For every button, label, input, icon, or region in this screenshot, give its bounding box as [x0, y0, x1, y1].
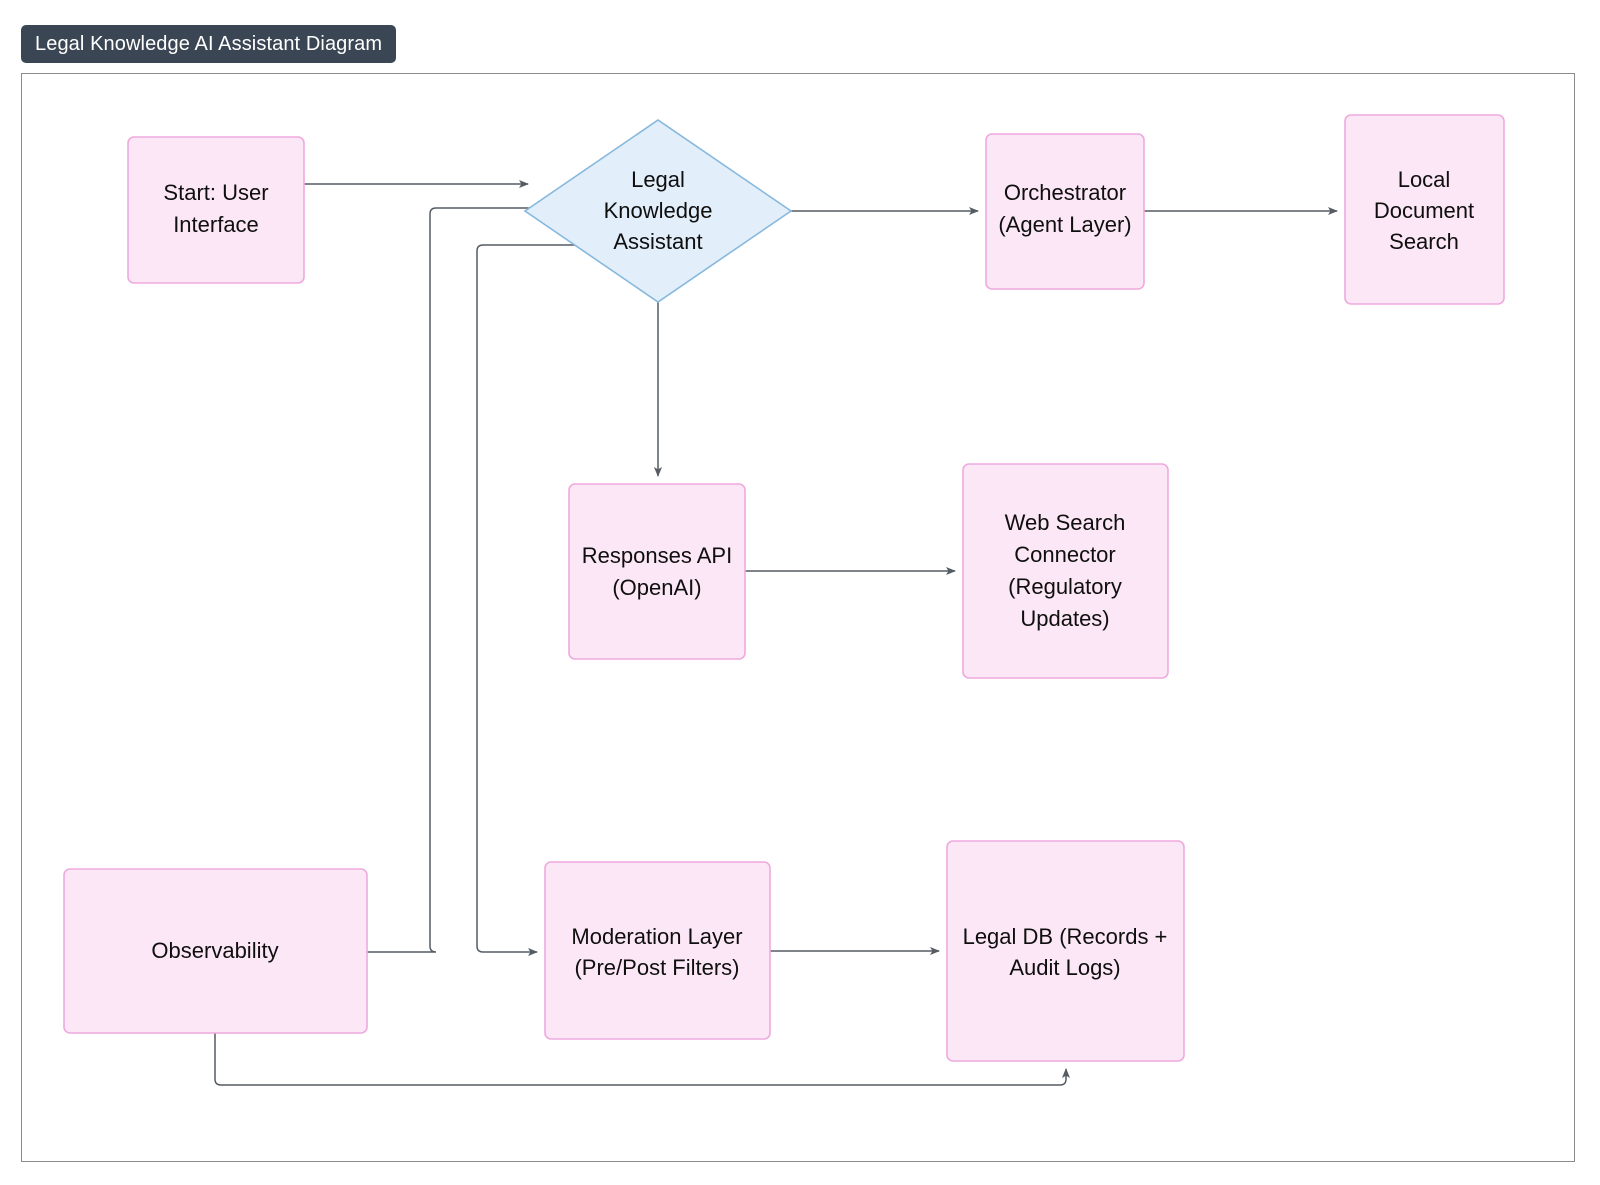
node-legal-knowledge-assistant-shape[interactable]: [523, 119, 793, 303]
node-moderation-layer-label-line-2: (Pre/Post Filters): [574, 955, 739, 980]
node-local-document-search-label-line-2: Document: [1374, 198, 1474, 223]
node-start-user-interface-shape[interactable]: [127, 136, 305, 284]
node-web-search-connector[interactable]: Web Search Connector (Regulatory Updates…: [962, 463, 1169, 679]
node-orchestrator[interactable]: Orchestrator (Agent Layer): [985, 133, 1145, 290]
node-orchestrator-label-line-1: Orchestrator: [1004, 180, 1126, 205]
node-web-search-connector-label-line-1: Web Search: [1005, 510, 1126, 535]
node-observability-label-line-1: Observability: [151, 938, 278, 963]
node-start-user-interface-label-line-1: Start: User: [163, 180, 268, 205]
node-legal-knowledge-assistant-label-line-3: Assistant: [613, 229, 702, 254]
node-observability-shape[interactable]: [63, 868, 368, 1034]
node-responses-api-label-line-1: Responses API: [582, 543, 732, 568]
node-legal-knowledge-assistant-label-line-2: Knowledge: [604, 198, 713, 223]
node-local-document-search-label-line-3: Search: [1389, 229, 1459, 254]
node-web-search-connector-label-line-2: Connector: [1014, 542, 1116, 567]
node-legal-knowledge-assistant[interactable]: Legal Knowledge Assistant: [523, 119, 793, 303]
node-observability[interactable]: Observability: [63, 868, 368, 1034]
node-legal-db-label-line-1: Legal DB (Records +: [963, 924, 1168, 949]
node-local-document-search-label-line-1: Local: [1398, 167, 1451, 192]
node-responses-api[interactable]: Responses API (OpenAI): [568, 483, 746, 660]
edge-observability-to-legal-db: [214, 1033, 1070, 1086]
node-legal-db-label-line-2: Audit Logs): [1009, 955, 1120, 980]
edge-layer: [214, 180, 1338, 1086]
node-orchestrator-shape[interactable]: [985, 133, 1145, 290]
node-moderation-layer-label-line-1: Moderation Layer: [571, 924, 742, 949]
node-web-search-connector-shape[interactable]: [962, 463, 1169, 679]
node-web-search-connector-label-line-4: Updates): [1020, 606, 1109, 631]
node-responses-api-shape[interactable]: [568, 483, 746, 660]
edge-assistant-to-moderation-layer: [476, 244, 576, 956]
node-legal-knowledge-assistant-label-line-1: Legal: [631, 167, 685, 192]
diagram-title-bar: Legal Knowledge AI Assistant Diagram: [21, 25, 397, 63]
edge-assistant-to-observability: [358, 207, 555, 956]
node-legal-db[interactable]: Legal DB (Records + Audit Logs): [946, 840, 1185, 1062]
node-start-user-interface-label-line-2: Interface: [173, 212, 259, 237]
node-legal-db-shape[interactable]: [946, 840, 1185, 1062]
node-local-document-search[interactable]: Local Document Search: [1344, 114, 1505, 305]
node-local-document-search-shape[interactable]: [1344, 114, 1505, 305]
node-layer: Start: User Interface Legal Knowledge As…: [63, 114, 1505, 1062]
node-responses-api-label-line-2: (OpenAI): [612, 575, 701, 600]
node-start-user-interface[interactable]: Start: User Interface: [127, 136, 305, 284]
diagram-title-text: Legal Knowledge AI Assistant Diagram: [35, 32, 383, 55]
node-moderation-layer[interactable]: Moderation Layer (Pre/Post Filters): [544, 861, 771, 1040]
node-orchestrator-label-line-2: (Agent Layer): [998, 212, 1131, 237]
node-web-search-connector-label-line-3: (Regulatory: [1008, 574, 1122, 599]
node-moderation-layer-shape[interactable]: [544, 861, 771, 1040]
